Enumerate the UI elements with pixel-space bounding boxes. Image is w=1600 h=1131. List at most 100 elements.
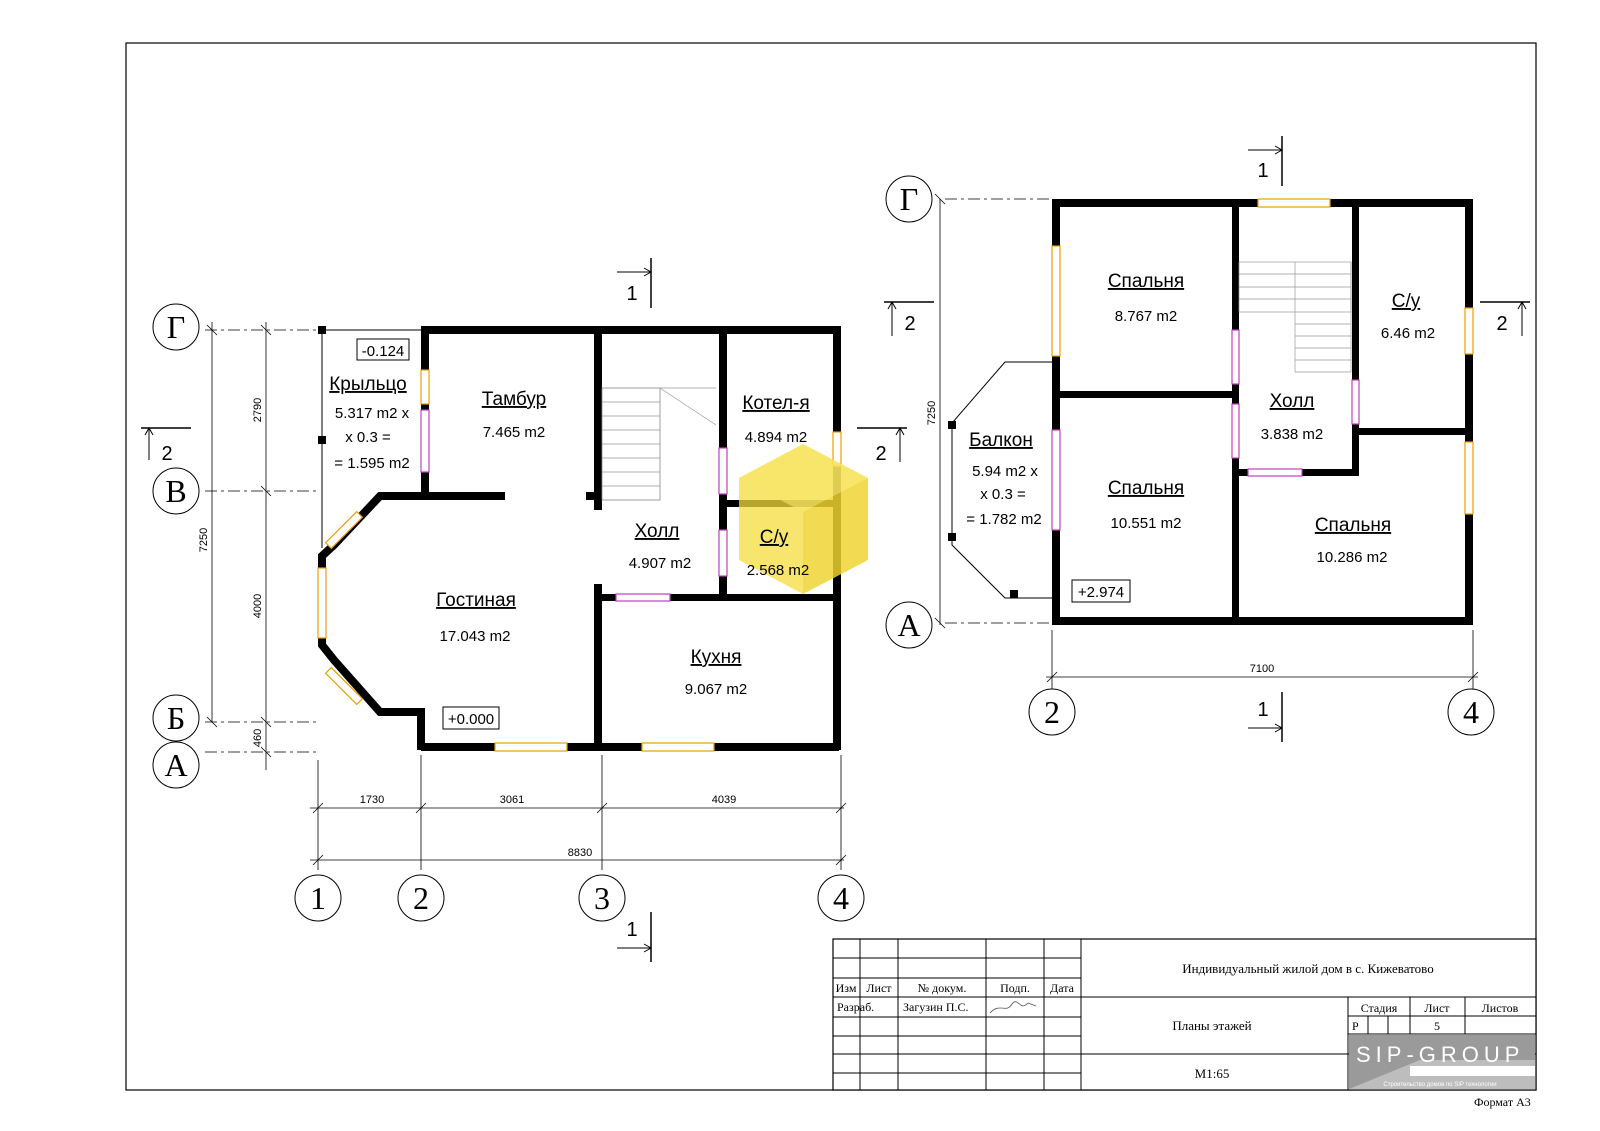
- svg-text:4: 4: [833, 880, 849, 916]
- staircase-upper: [1238, 261, 1352, 373]
- door: [420, 409, 430, 473]
- section-marker-1-bottom: 1: [617, 912, 653, 962]
- svg-text:2: 2: [904, 313, 915, 335]
- room-area-su: 2.568 m2: [747, 562, 810, 579]
- room-area-su-upper: 6.46 m2: [1381, 325, 1435, 342]
- svg-text:4: 4: [1463, 694, 1479, 730]
- svg-text:Б: Б: [167, 700, 185, 736]
- tb-row-razrab: Разраб.: [837, 1000, 874, 1014]
- room-name-su: С/у: [760, 527, 789, 548]
- room-name-gostinaya: Гостиная: [436, 590, 516, 611]
- room-area-balkon-2: x 0.3 =: [980, 486, 1026, 503]
- level-mark-porch: -0.124: [362, 343, 405, 360]
- axis-marker-3: 3: [578, 874, 626, 922]
- sheet-format: Формат А3: [1474, 1095, 1531, 1109]
- dim-7250-right: 7250: [926, 401, 938, 425]
- tb-stadiya-label: Стадия: [1361, 1001, 1398, 1015]
- room-area-holl-upper: 3.838 m2: [1261, 426, 1324, 443]
- room-area-balkon-1: 5.94 m2 x: [972, 463, 1038, 480]
- room-name-krylco: Крыльцо: [329, 374, 407, 395]
- tb-col-podp: Подп.: [1000, 981, 1030, 995]
- room-area-spalnya-1: 8.767 m2: [1115, 308, 1178, 325]
- room-name-spalnya-1: Спальня: [1108, 271, 1184, 292]
- room-area-kotel: 4.894 m2: [745, 429, 808, 446]
- room-name-su-upper: С/у: [1392, 291, 1421, 312]
- ground-floor-plan: Крыльцо 5.317 m2 x x 0.3 = = 1.595 m2 Та…: [141, 258, 907, 962]
- svg-text:2: 2: [1496, 313, 1507, 335]
- window: [317, 567, 327, 639]
- axis-marker-a: А: [152, 741, 200, 789]
- door: [1051, 429, 1061, 531]
- tb-author: Загузин П.С.: [903, 1000, 969, 1014]
- room-name-spalnya-2: Спальня: [1108, 478, 1184, 499]
- room-area-spalnya-2: 10.551 m2: [1111, 515, 1182, 532]
- axis-marker-4: 4: [817, 874, 865, 922]
- window: [641, 742, 715, 752]
- axis-marker-2-upper: 2: [1028, 688, 1076, 736]
- tb-col-list: Лист: [866, 981, 892, 995]
- window: [420, 369, 430, 405]
- svg-text:1: 1: [1257, 699, 1268, 721]
- dim-7100: 7100: [1250, 663, 1274, 675]
- window: [324, 510, 364, 550]
- room-name-balkon: Балкон: [969, 430, 1033, 451]
- door: [615, 593, 671, 602]
- svg-text:1: 1: [310, 880, 326, 916]
- section-marker-2-left: 2: [141, 426, 191, 465]
- window: [494, 742, 568, 752]
- upper-floor-plan: Спальня 8.767 m2 С/у 6.46 m2 Холл 3.838 …: [884, 136, 1530, 742]
- section-marker-1-bottom-upper: 1: [1248, 692, 1284, 742]
- room-name-tambur: Тамбур: [482, 389, 547, 410]
- level-mark-upper: +2.974: [1078, 584, 1124, 601]
- section-marker-2-right: 2: [857, 426, 907, 465]
- svg-text:Г: Г: [900, 181, 919, 217]
- axis-marker-a-upper: А: [885, 601, 933, 649]
- window: [1051, 245, 1061, 357]
- svg-text:В: В: [165, 473, 186, 509]
- window: [1464, 441, 1474, 515]
- staircase: [601, 387, 717, 501]
- room-area-kuhnya: 9.067 m2: [685, 681, 748, 698]
- axis-marker-v: В: [152, 467, 200, 515]
- axis-marker-2: 2: [397, 874, 445, 922]
- dim-3061: 3061: [500, 794, 524, 806]
- sip-group-logo: SIP-GROUP Строительство домов по SIP тех…: [1349, 1035, 1535, 1089]
- logo-text: SIP-GROUP: [1356, 1042, 1524, 1067]
- tb-col-doc: № докум.: [918, 981, 967, 995]
- tb-scale: М1:65: [1195, 1066, 1230, 1081]
- room-area-krylco-3: = 1.595 m2: [334, 455, 409, 472]
- section-marker-2-right-upper: 2: [1480, 300, 1530, 336]
- svg-text:1: 1: [626, 283, 637, 305]
- room-name-kotel: Котел-я: [742, 393, 809, 414]
- tb-sheet-title: Планы этажей: [1172, 1018, 1251, 1033]
- signature: [989, 1001, 1037, 1014]
- balcony-outline: [951, 361, 1052, 599]
- tb-listov-label: Листов: [1482, 1001, 1519, 1015]
- dim-7250-left: 7250: [198, 528, 210, 552]
- dim-8830: 8830: [568, 847, 592, 859]
- section-marker-2-left-upper: 2: [884, 300, 934, 336]
- svg-text:2: 2: [875, 443, 886, 465]
- axis-marker-g: Г: [152, 303, 200, 351]
- window: [1257, 198, 1331, 208]
- svg-text:1: 1: [626, 919, 637, 941]
- room-area-krylco-1: 5.317 m2 x: [335, 405, 410, 422]
- tb-col-data: Дата: [1050, 981, 1075, 995]
- tb-list-label: Лист: [1424, 1001, 1450, 1015]
- room-area-spalnya-3: 10.286 m2: [1317, 549, 1388, 566]
- door: [1231, 403, 1240, 459]
- svg-text:А: А: [164, 747, 187, 783]
- door: [718, 447, 728, 495]
- logo-tagline: Строительство домов по SIP технологии: [1383, 1082, 1496, 1088]
- svg-text:Г: Г: [167, 309, 186, 345]
- room-area-tambur: 7.465 m2: [483, 424, 546, 441]
- door: [718, 529, 728, 577]
- room-area-holl: 4.907 m2: [629, 555, 692, 572]
- room-name-holl: Холл: [635, 521, 680, 542]
- room-name-spalnya-3: Спальня: [1315, 515, 1391, 536]
- tb-col-izm: Изм: [836, 981, 857, 995]
- section-marker-1-top-upper: 1: [1248, 136, 1284, 186]
- window: [1464, 307, 1474, 355]
- dim-2790: 2790: [252, 398, 264, 422]
- room-area-balkon-3: = 1.782 m2: [966, 511, 1041, 528]
